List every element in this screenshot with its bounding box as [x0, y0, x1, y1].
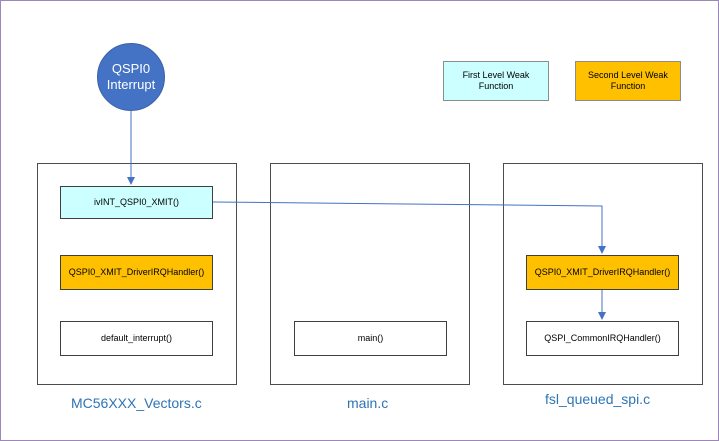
default-interrupt-box: default_interrupt() [60, 321, 213, 356]
driver-irq-handler-box: QSPI0_XMIT_DriverIRQHandler() [526, 255, 679, 290]
vectors-file-caption: MC56XXX_Vectors.c [71, 395, 202, 411]
main-file-caption: main.c [347, 395, 389, 411]
first-level-weak-function-box: ivINT_QSPI0_XMIT() [60, 186, 213, 219]
legend-first-level-label: First Level Weak Function [462, 69, 530, 91]
main-function-box: main() [294, 321, 447, 356]
first-level-fn-label: ivINT_QSPI0_XMIT() [93, 196, 179, 207]
common-irq-handler-box: QSPI_CommonIRQHandler() [526, 321, 679, 356]
legend-second-level: Second Level Weak Function [575, 61, 681, 101]
second-level-fn-label: QSPI0_XMIT_DriverIRQHandler() [68, 266, 205, 277]
qspi0-interrupt-node: QSPI0 Interrupt [97, 43, 165, 111]
legend-first-level: First Level Weak Function [443, 61, 549, 101]
second-level-weak-function-box: QSPI0_XMIT_DriverIRQHandler() [60, 255, 213, 290]
interrupt-label-line2: Interrupt [106, 77, 156, 92]
default-fn-label: default_interrupt() [100, 332, 173, 343]
main-fn-label: main() [357, 332, 384, 343]
driver-irq-handler-label: QSPI0_XMIT_DriverIRQHandler() [534, 266, 671, 277]
common-irq-handler-label: QSPI_CommonIRQHandler() [544, 332, 661, 343]
spi-file-caption: fsl_queued_spi.c [545, 391, 651, 407]
legend-second-level-label: Second Level Weak Function [588, 69, 668, 91]
interrupt-label-line1: QSPI0 [111, 60, 151, 76]
